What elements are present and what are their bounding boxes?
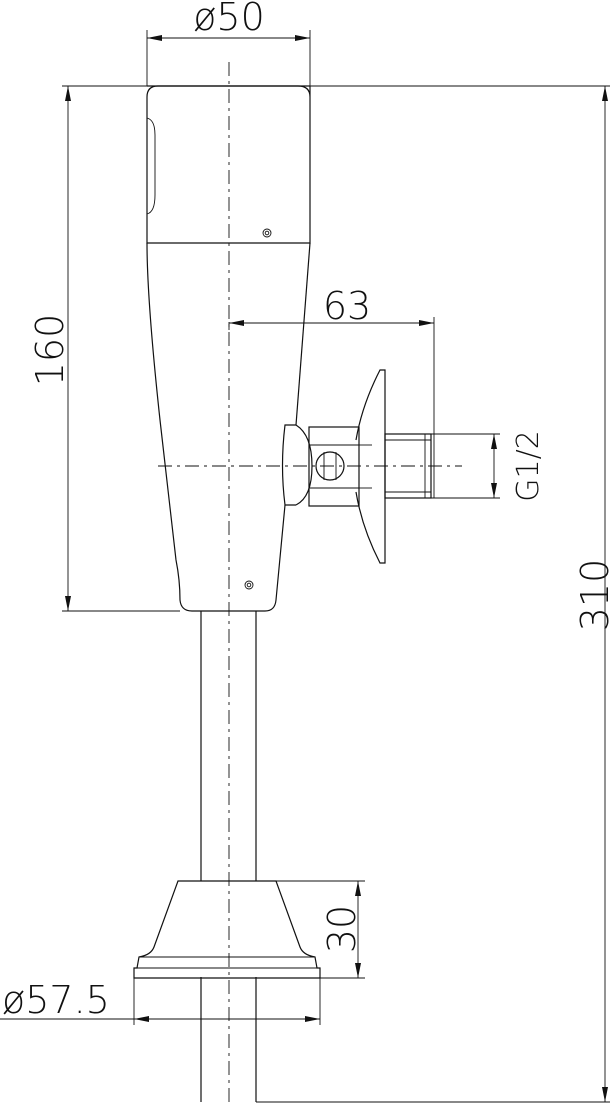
- screw-icon: [244, 580, 254, 590]
- dimension-total-height: 310: [573, 86, 615, 1102]
- dim-base-diameter-label: ø57.5: [2, 978, 110, 1022]
- dim-body-height-label: 160: [28, 314, 72, 387]
- dimension-top-diameter: ø50: [147, 0, 310, 41]
- dimension-base-height: 30: [320, 881, 364, 978]
- dim-thread-label: G1/2: [511, 430, 546, 502]
- dim-outlet-offset-label: 63: [323, 284, 371, 328]
- valve-body: [146, 85, 311, 612]
- dim-total-height-label: 310: [573, 559, 615, 632]
- screw-icon: [262, 228, 272, 238]
- dim-base-height-label: 30: [320, 905, 364, 953]
- dimension-body-height: 160: [28, 86, 72, 611]
- dimension-base-diameter: ø57.5: [0, 978, 320, 1022]
- extension-lines: [62, 30, 610, 1103]
- down-pipe: [200, 611, 257, 1102]
- base-cone: [133, 880, 321, 979]
- side-outlet: [281, 369, 432, 564]
- dim-top-diameter-label: ø50: [193, 0, 265, 39]
- dimension-thread: G1/2: [491, 430, 546, 502]
- dimension-outlet-offset: 63: [229, 284, 434, 328]
